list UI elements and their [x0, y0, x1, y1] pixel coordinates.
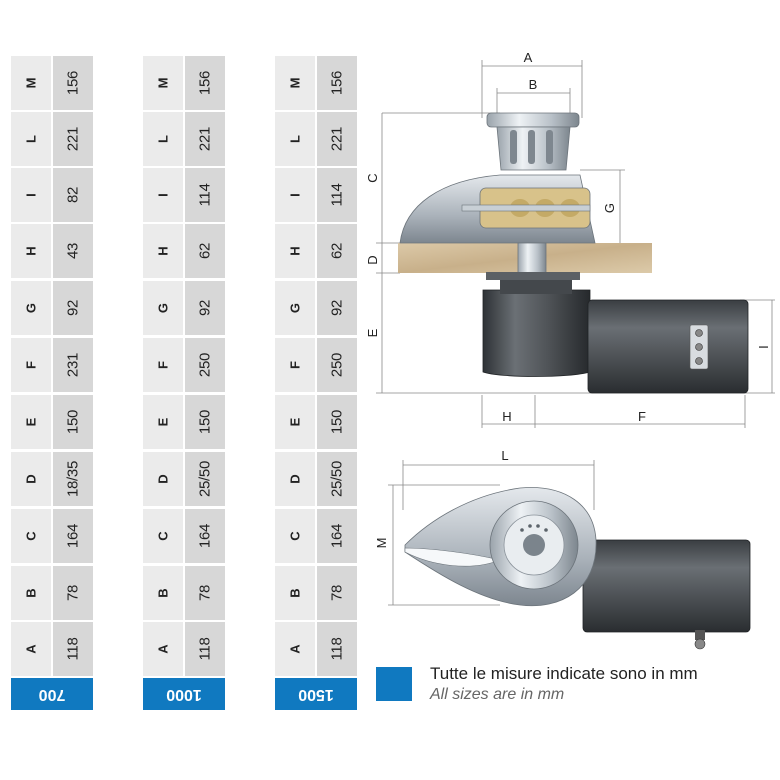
dim-label-l: L [501, 448, 508, 463]
dim-label-h: H [502, 409, 511, 424]
model-label: 1000 [143, 678, 225, 710]
dim-label-m: M [374, 538, 389, 549]
dim-label-i: I [756, 345, 771, 349]
dim-label-e: E [365, 328, 380, 337]
dim-label-d: D [365, 255, 380, 264]
legend-color-swatch [376, 667, 412, 701]
side-elevation: A B C D E G I H F [365, 50, 775, 428]
model-label: 700 [11, 678, 93, 710]
dim-label-g: G [602, 203, 617, 213]
legend-italian: Tutte le misure indicate sono in mm [430, 664, 698, 683]
dim-label-c: C [365, 173, 380, 182]
legend-english: All sizes are in mm [430, 686, 565, 703]
dim-label-a: A [524, 50, 533, 65]
dim-label-f: F [638, 409, 646, 424]
model-label: 1500 [275, 678, 357, 710]
plan-view: L M [374, 448, 751, 650]
dim-label-b: B [529, 77, 538, 92]
